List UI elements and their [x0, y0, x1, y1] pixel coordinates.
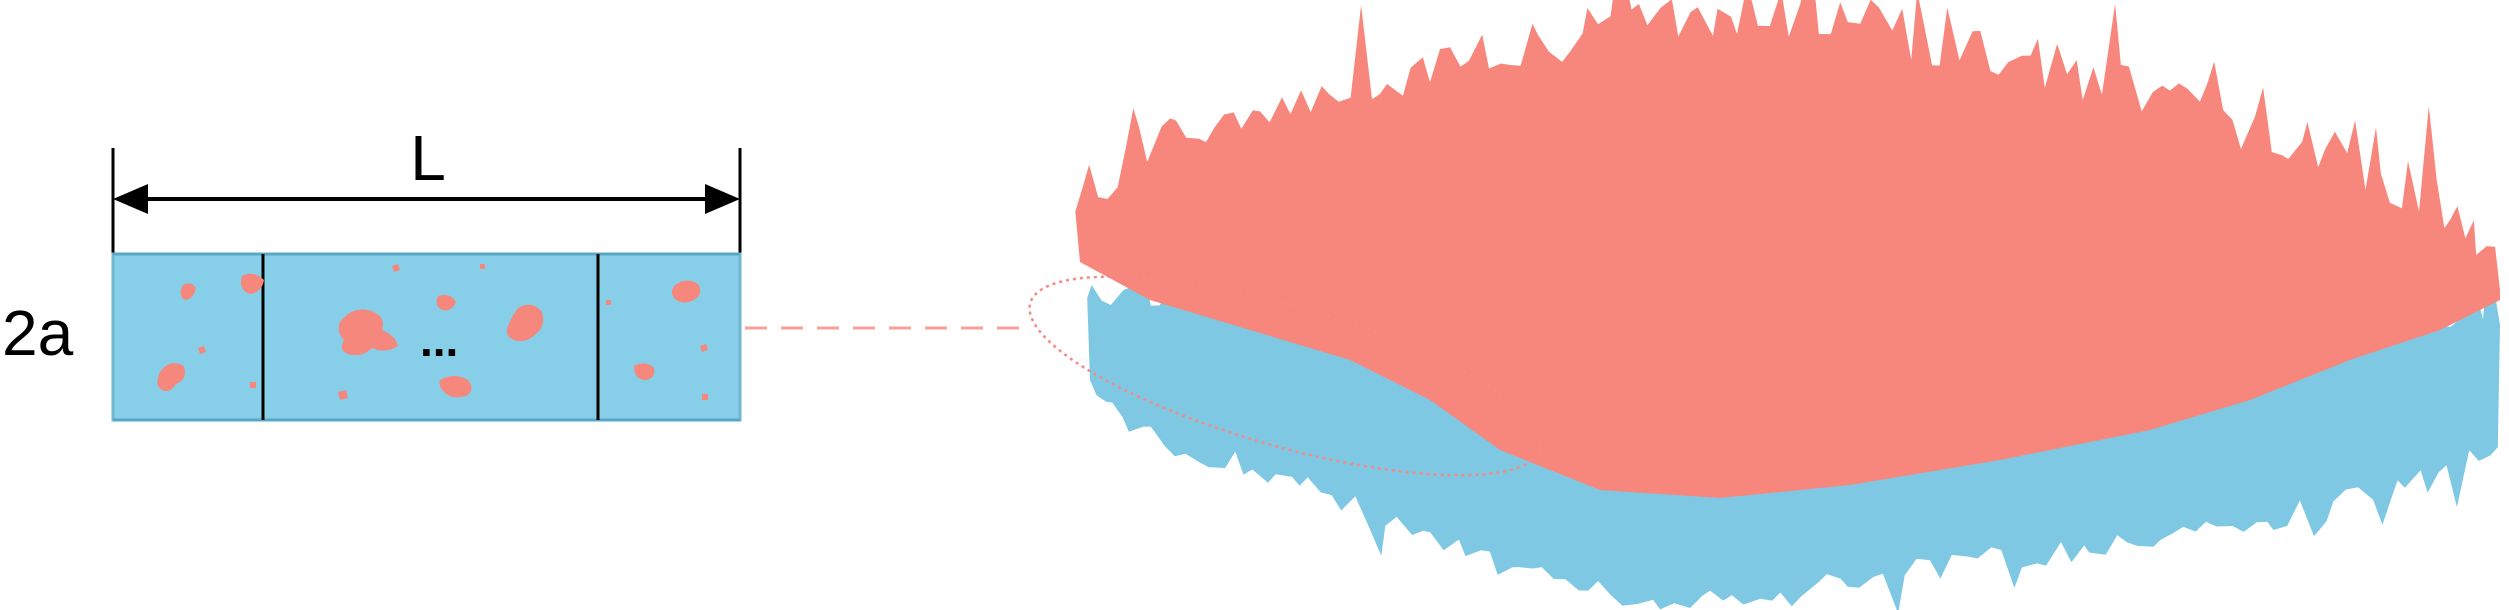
inclusion: [180, 283, 196, 300]
inclusions: [157, 264, 708, 400]
rough-interface-surfaces: [1075, 0, 2500, 610]
length-dimension: L: [111, 122, 742, 258]
zoom-highlight-ellipse: [1028, 275, 1542, 477]
inclusion: [338, 309, 398, 356]
inclusion: [480, 264, 485, 269]
inclusion: [241, 273, 264, 294]
inclusion: [672, 280, 701, 303]
rod-specimen: ...: [111, 252, 742, 422]
inclusion: [338, 390, 348, 400]
inclusion: [436, 294, 456, 311]
left-arrowhead: [113, 184, 148, 214]
inclusion: [250, 382, 256, 388]
length-label: L: [410, 122, 446, 194]
inclusion: [700, 344, 708, 352]
upper-rough-surface: [1075, 0, 2500, 498]
thickness-label: 2a: [2, 297, 74, 369]
inclusion: [198, 346, 206, 354]
rod-body: [111, 252, 742, 422]
inclusion: [606, 300, 611, 305]
inclusion: [157, 363, 185, 392]
inclusion: [634, 363, 655, 380]
inclusion: [702, 394, 708, 400]
inclusion: [439, 376, 472, 398]
ellipsis-label: ...: [420, 314, 458, 366]
right-arrowhead: [705, 184, 740, 214]
inclusion: [506, 304, 544, 342]
inclusion: [392, 264, 400, 272]
